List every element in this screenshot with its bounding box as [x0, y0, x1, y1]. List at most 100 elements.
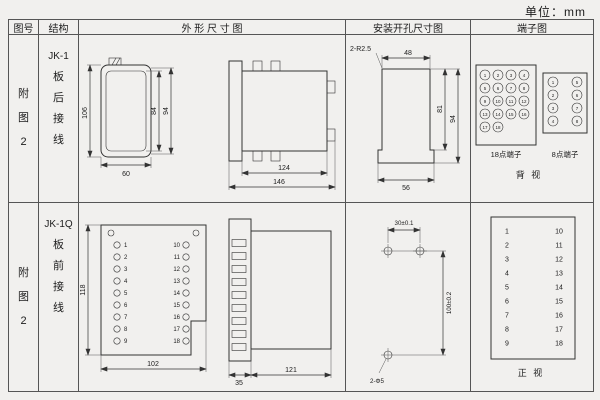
- row1-fig-char-1: 附: [18, 88, 29, 100]
- dim-35: 35: [235, 380, 243, 387]
- jk1-mounting-dims: 2-R2.5 48 81 94 56: [350, 46, 461, 192]
- spec-table: 图号 结构 外 形 尺 寸 图 安装开孔尺寸图 端子图 附 图 2 JK-1 板…: [8, 19, 594, 392]
- row1-figure-no: 附 图 2: [9, 35, 39, 203]
- row2-structure: JK-1Q 板 前 接 线: [39, 203, 79, 391]
- svg-text:2: 2: [497, 73, 500, 78]
- row1-fig-char-2: 图: [18, 112, 29, 124]
- jk1-front-view: [100, 57, 152, 158]
- row2-fig-char-2: 图: [18, 290, 29, 303]
- svg-text:18: 18: [173, 339, 180, 345]
- svg-text:3: 3: [510, 73, 513, 78]
- jk1q-terminal-box: [490, 216, 576, 360]
- dim-81: 81: [437, 105, 444, 113]
- svg-text:10: 10: [173, 243, 180, 249]
- svg-text:15: 15: [173, 303, 180, 309]
- svg-text:5: 5: [505, 285, 509, 292]
- dim-106: 106: [82, 107, 89, 119]
- dim-100: 100±0.2: [446, 291, 453, 314]
- jk1-front-dims: 106 84 94 60: [82, 64, 174, 178]
- svg-text:4: 4: [552, 119, 555, 124]
- dim-30: 30±0.1: [395, 220, 414, 227]
- row2-fig-char-3: 2: [20, 314, 27, 327]
- dim-102: 102: [147, 361, 159, 368]
- jk1-side-dims: 124 146: [228, 141, 336, 190]
- jk1q-front-dims: 118 102: [80, 224, 207, 372]
- row2-wiring-char-4: 线: [53, 302, 64, 314]
- svg-text:15: 15: [555, 299, 563, 306]
- svg-text:2: 2: [552, 93, 555, 98]
- header-mounting: 安装开孔尺寸图: [346, 20, 471, 35]
- row2-fig-char-1: 附: [18, 266, 29, 279]
- dim-94-mount: 94: [450, 115, 457, 123]
- svg-text:11: 11: [555, 243, 562, 250]
- row1-wiring-char-3: 接: [53, 113, 64, 125]
- unit-label: 单位：mm: [525, 5, 586, 19]
- svg-text:14: 14: [555, 285, 563, 292]
- svg-text:14: 14: [495, 112, 501, 117]
- svg-text:7: 7: [576, 106, 579, 111]
- row2-view-label: 正 视: [518, 367, 545, 378]
- row1-mounting-cell: 2-R2.5 48 81 94 56: [346, 35, 471, 203]
- row1-fig-char-3: 2: [20, 136, 27, 148]
- jk1-panel-cutout: [377, 68, 435, 164]
- row1-structure: JK-1 板 后 接 线: [39, 35, 79, 203]
- svg-text:7: 7: [124, 315, 128, 321]
- jk1-outline-drawing: 106 84 94 60: [82, 57, 336, 190]
- dim-118: 118: [80, 284, 87, 295]
- svg-text:3: 3: [505, 257, 509, 264]
- svg-text:1: 1: [505, 229, 509, 236]
- svg-text:11: 11: [509, 99, 514, 104]
- row2-figure-no: 附 图 2: [9, 203, 39, 391]
- jk1-mounting-drawing: 2-R2.5 48 81 94 56: [350, 46, 461, 192]
- svg-text:1: 1: [124, 243, 128, 249]
- svg-text:8: 8: [523, 86, 526, 91]
- svg-text:4: 4: [523, 73, 526, 78]
- svg-text:12: 12: [521, 99, 527, 104]
- svg-text:17: 17: [173, 327, 180, 333]
- dim-121: 121: [285, 367, 297, 374]
- svg-text:5: 5: [124, 291, 128, 297]
- svg-text:16: 16: [521, 112, 527, 117]
- svg-text:7: 7: [510, 86, 513, 91]
- svg-text:13: 13: [482, 112, 488, 117]
- svg-text:8: 8: [576, 119, 579, 124]
- row2-mounting-cell: 30±0.1 100±0.2 2-Φ5: [346, 203, 471, 391]
- header-structure: 结构: [39, 20, 79, 35]
- svg-text:6: 6: [497, 86, 500, 91]
- row1-wiring-char-4: 线: [53, 134, 64, 146]
- svg-text:15: 15: [508, 112, 514, 117]
- dim-48: 48: [404, 50, 412, 57]
- svg-text:6: 6: [576, 93, 579, 98]
- svg-text:8: 8: [124, 327, 128, 333]
- terminal-18-label: 18点端子: [491, 149, 522, 159]
- row1-wiring-char-1: 板: [53, 71, 64, 83]
- svg-text:18: 18: [495, 125, 501, 130]
- jk1-side-view: [228, 60, 336, 162]
- dim-56: 56: [402, 185, 410, 192]
- svg-text:9: 9: [505, 341, 509, 348]
- dim-94: 94: [163, 107, 170, 115]
- header-terminal: 端子图: [471, 20, 593, 35]
- terminal-8-block: [542, 72, 588, 134]
- jk1q-side-terminals: [231, 239, 247, 351]
- jk1q-side-dims: 35 121: [228, 349, 332, 387]
- jk1q-mounting-drawing: 30±0.1 100±0.2 2-Φ5: [370, 220, 453, 385]
- svg-text:16: 16: [555, 313, 563, 320]
- svg-text:3: 3: [124, 267, 128, 273]
- svg-text:13: 13: [555, 271, 563, 278]
- callout-hole-dia: 2-Φ5: [370, 378, 384, 385]
- svg-text:6: 6: [505, 299, 509, 306]
- svg-text:18: 18: [555, 341, 563, 348]
- terminal-8-label: 8点端子: [552, 149, 579, 159]
- header-figure-no: 图号: [9, 20, 39, 35]
- row1-outline-cell: 106 84 94 60: [79, 35, 346, 203]
- jk1q-mounting-holes: [381, 244, 427, 362]
- row2-wiring-char-3: 接: [53, 281, 64, 293]
